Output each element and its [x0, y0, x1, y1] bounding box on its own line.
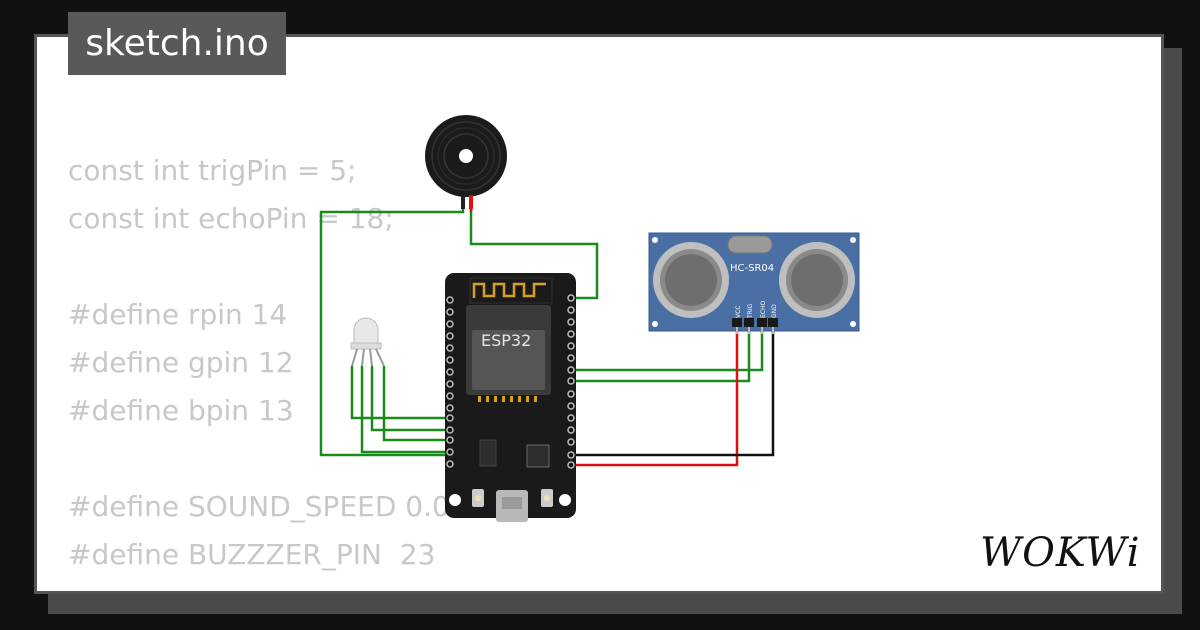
code-line: #define BUZZZER_PIN 23	[68, 538, 436, 571]
wire-buzzer-signal	[469, 197, 599, 300]
sensor-pin-label-echo: ECHO	[760, 301, 767, 318]
wire-echo	[571, 330, 764, 372]
preview-card	[34, 34, 1164, 594]
esp32-label: ESP32	[481, 331, 531, 350]
wire-led-3	[370, 366, 450, 432]
rgb-led[interactable]	[350, 317, 385, 367]
code-line: const int echoPin = 18;	[68, 202, 394, 235]
wire-led-1	[350, 366, 450, 420]
buzzer[interactable]	[425, 115, 507, 209]
sensor-pin-label-trig: TRIG	[747, 303, 754, 319]
sensor-pin-label-vcc: VCC	[735, 306, 742, 318]
wire-led-4	[382, 366, 450, 442]
code-line: #define rpin 14	[68, 298, 288, 331]
wire-buzzer-gnd	[319, 197, 465, 457]
hc-sr04-sensor[interactable]: HC-SR04 VCC TRIG ECHO GND	[648, 232, 860, 334]
wire-vcc	[571, 330, 739, 467]
esp32-board[interactable]: ESP32	[445, 273, 576, 522]
code-line: #define bpin 13	[68, 394, 294, 427]
wokwi-logo: WOKWi	[978, 528, 1148, 580]
wires	[319, 193, 775, 467]
code-line: #define gpin 12	[68, 346, 294, 379]
wire-trig	[571, 330, 751, 383]
code-line: const int trigPin = 5;	[68, 154, 357, 187]
wokwi-logo-text: WOKWi	[980, 530, 1141, 576]
sensor-label: HC-SR04	[730, 263, 774, 274]
wokwi-logo-mark: WOKWi	[980, 530, 1141, 576]
code-preview: const int trigPin = 5; const int echoPin…	[68, 147, 485, 579]
wire-led-2	[360, 366, 450, 454]
wire-gnd	[571, 330, 775, 457]
file-tab[interactable]: sketch.ino	[68, 12, 286, 75]
sensor-pin-label-gnd: GND	[771, 304, 778, 318]
